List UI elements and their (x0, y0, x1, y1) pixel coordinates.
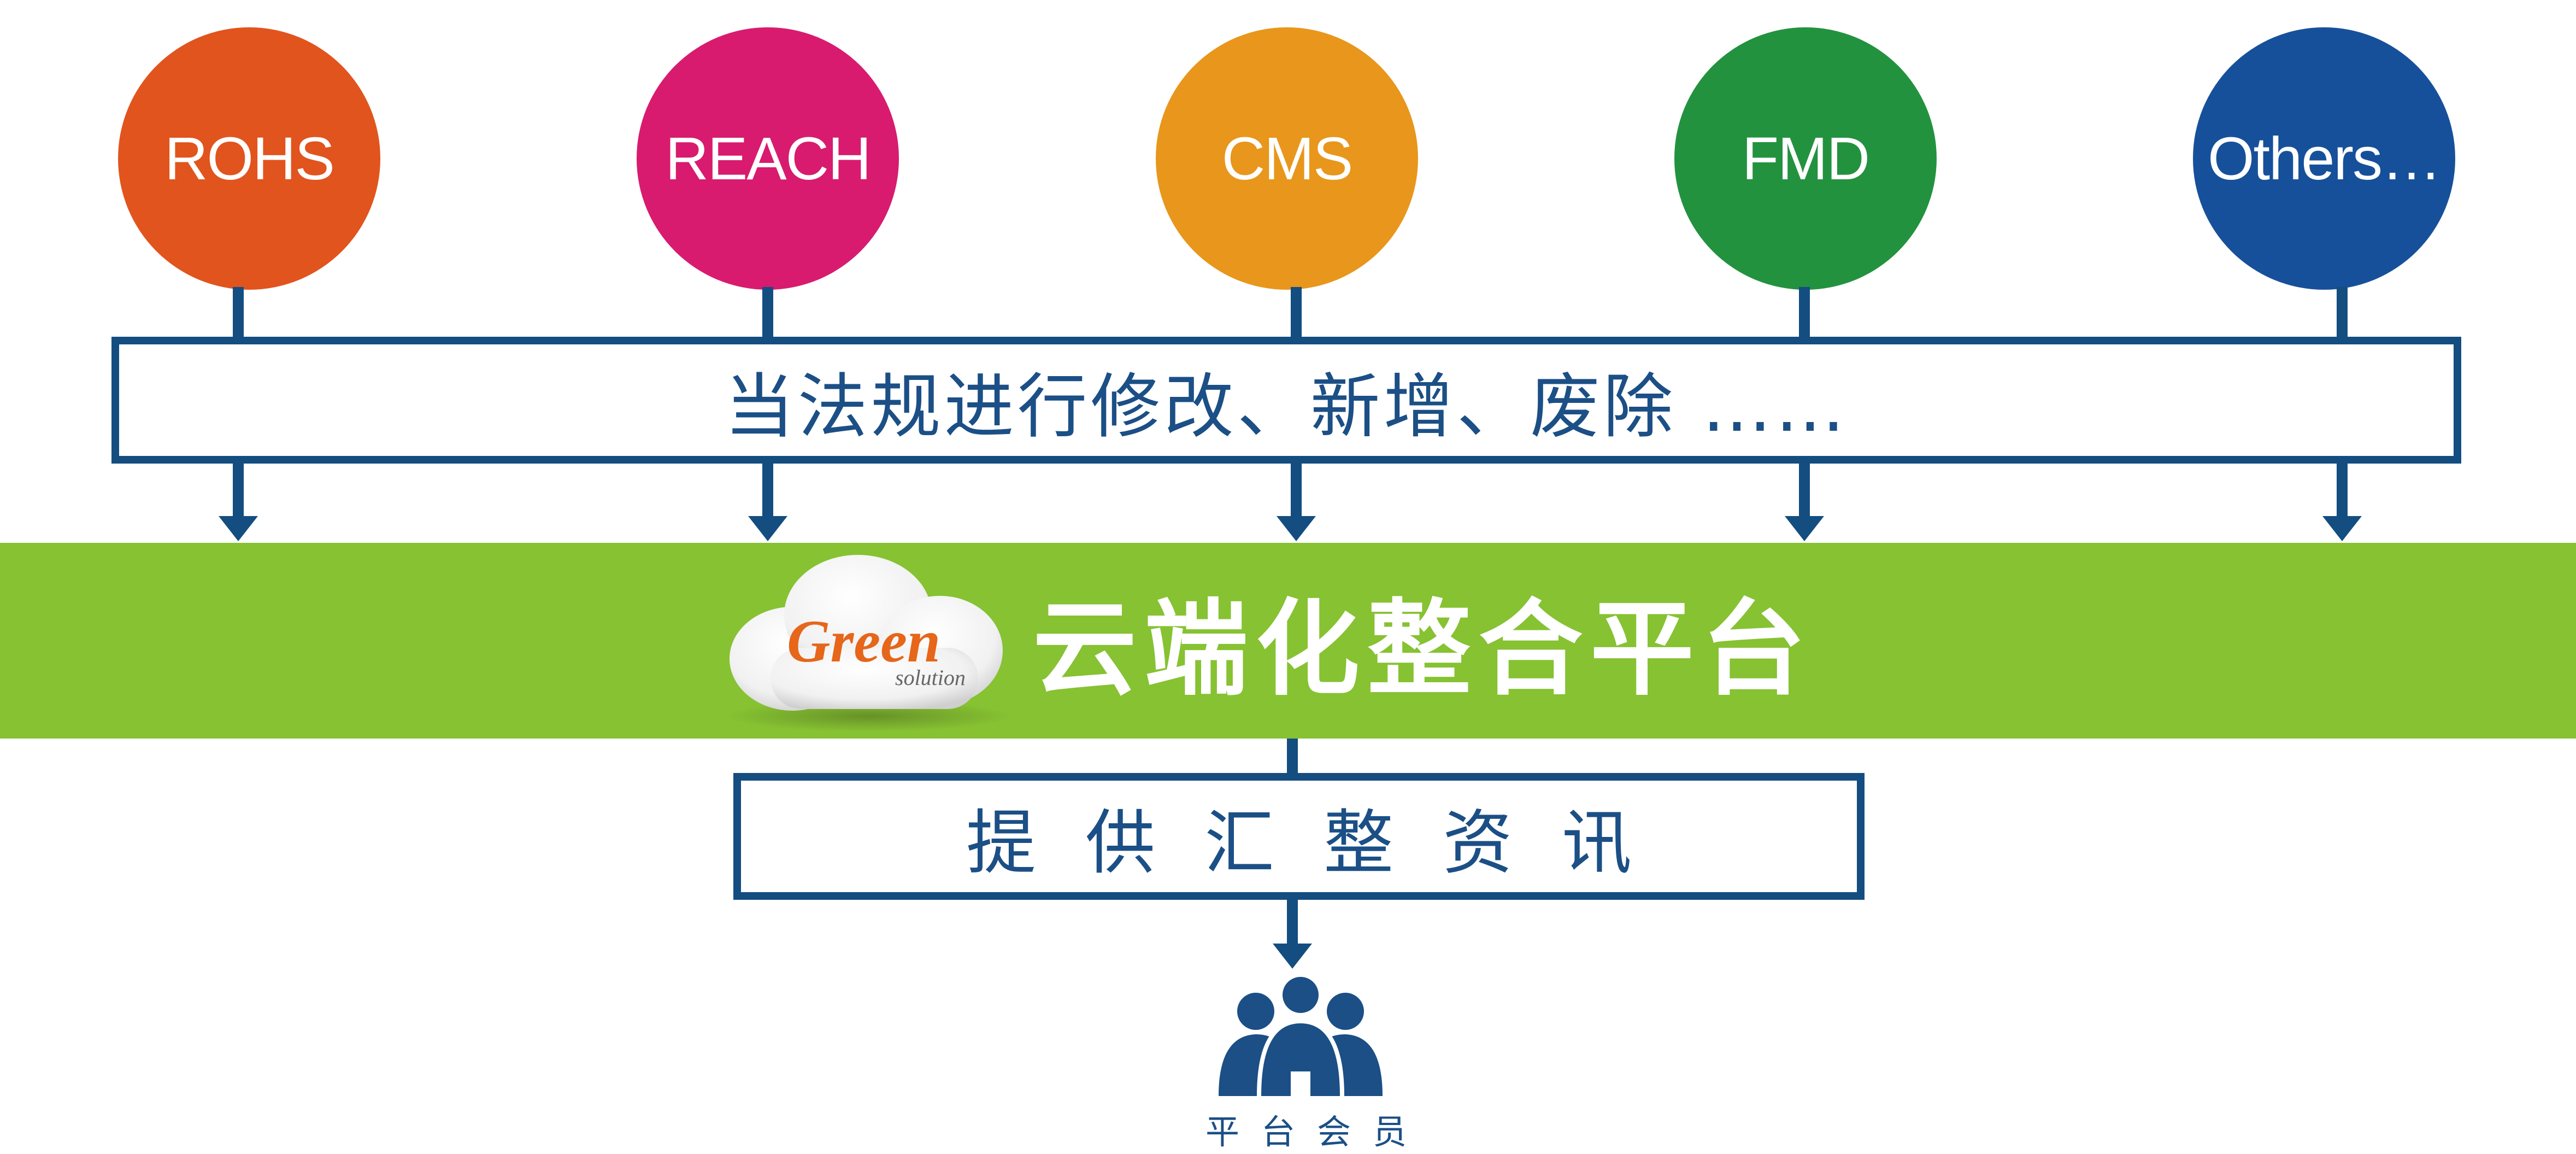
reach-circle: REACH (637, 27, 899, 290)
rohs-label: ROHS (164, 125, 335, 192)
connector-cms-top (1291, 287, 1302, 339)
connector-fmd-bottom (1799, 461, 1810, 522)
connector-rohs-bottom (233, 461, 244, 522)
consolidated-info-text: 提供汇整资讯 (966, 802, 1681, 884)
connector-others-bottom (2337, 461, 2348, 522)
logo-main-text: Green (787, 608, 940, 675)
reach-label: REACH (665, 125, 871, 192)
regulation-change-box: 当法规进行修改、新增、废除 …… (111, 337, 2461, 464)
connector-platform-info (1287, 739, 1298, 776)
arrow-down-icon (219, 516, 258, 541)
connector-reach-top (762, 287, 773, 339)
connector-reach-bottom (762, 461, 773, 522)
connector-rohs-top (233, 287, 244, 339)
arrow-down-icon (1277, 516, 1316, 541)
arrow-down-icon (1785, 516, 1824, 541)
platform-band (0, 543, 2576, 739)
arrow-down-icon (748, 516, 787, 541)
others-circle: Others… (2193, 27, 2455, 290)
connector-fmd-top (1799, 287, 1810, 339)
cms-circle: CMS (1156, 27, 1418, 290)
green-solution-cloud-logo: Green solution (727, 555, 1011, 731)
arrow-down-icon (1273, 944, 1312, 969)
consolidated-info-box: 提供汇整资讯 (733, 773, 1865, 900)
connector-info-members (1287, 898, 1298, 950)
fmd-label: FMD (1742, 125, 1870, 192)
cms-label: CMS (1221, 125, 1353, 192)
others-label: Others… (2207, 125, 2442, 192)
regulation-change-text: 当法规进行修改、新增、废除 …… (724, 366, 1849, 448)
platform-title: 云端化整合平台 (1033, 588, 1814, 710)
rohs-circle: ROHS (118, 27, 380, 290)
people-group-icon (1219, 973, 1383, 1096)
arrow-down-icon (2322, 516, 2362, 541)
connector-others-top (2337, 287, 2348, 339)
connector-cms-bottom (1291, 461, 1302, 522)
logo-sub-text: solution (895, 665, 966, 690)
platform-members-label: 平台会员 (1205, 1112, 1428, 1152)
fmd-circle: FMD (1674, 27, 1937, 290)
